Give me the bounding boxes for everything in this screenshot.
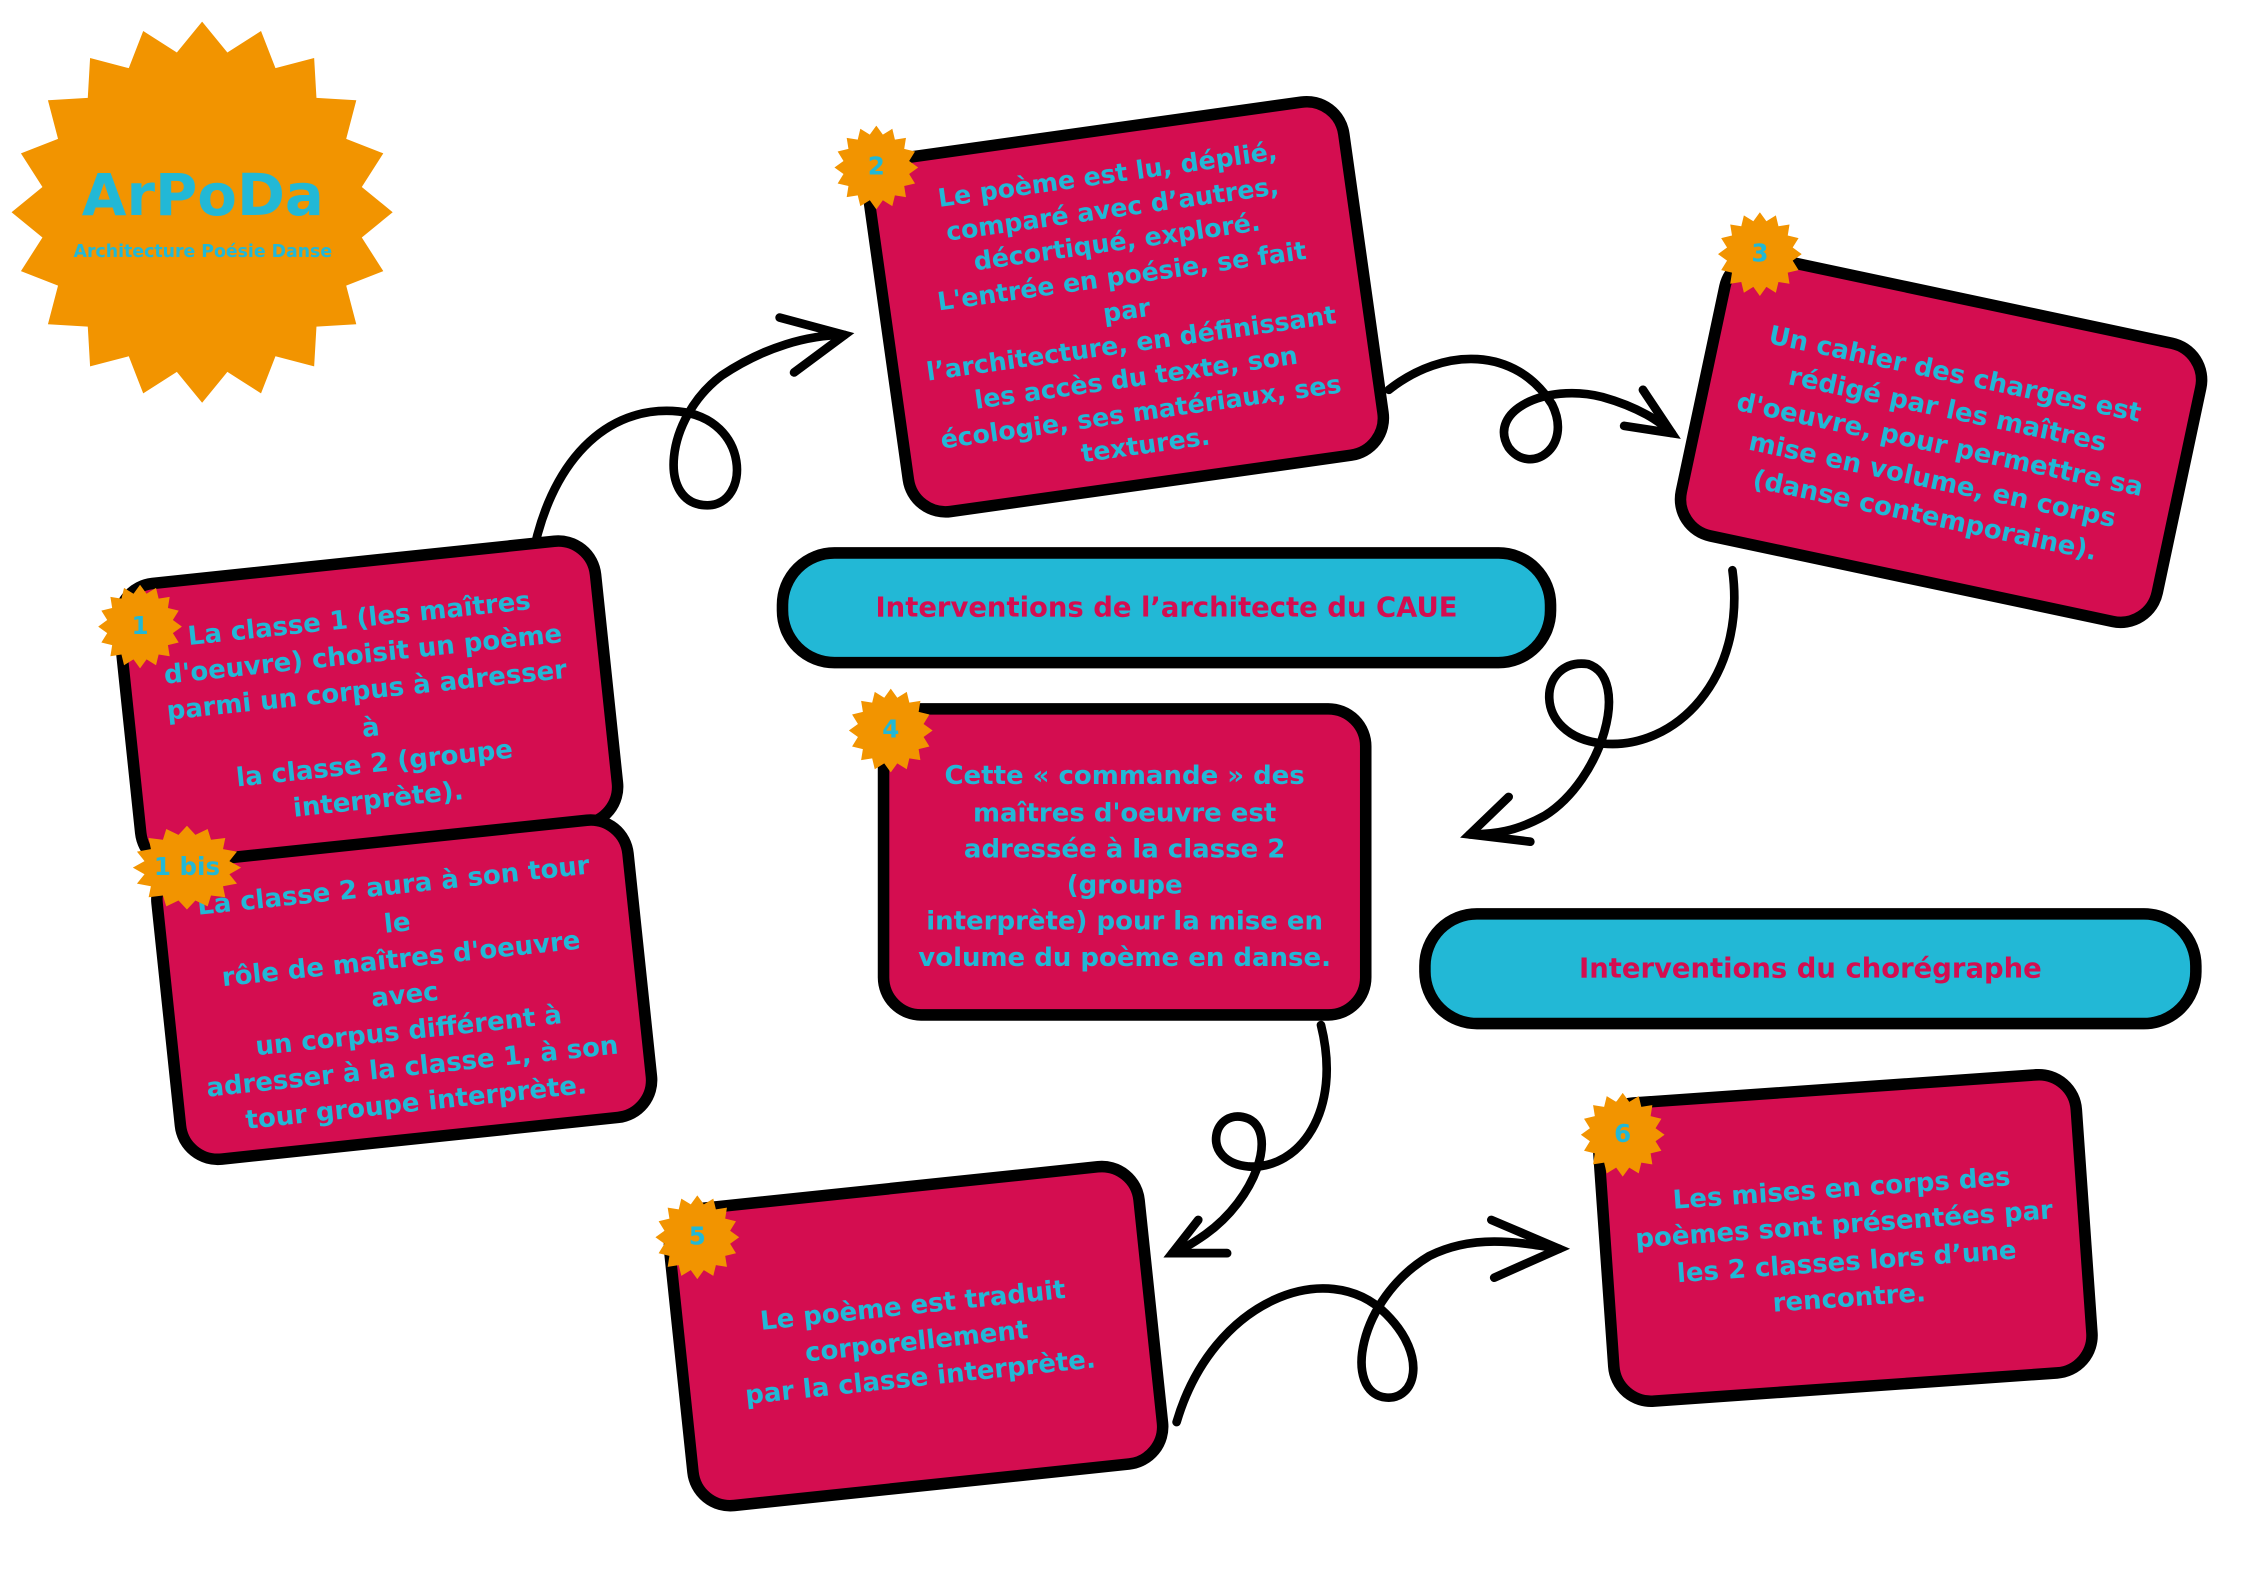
arrowhead-4 [1460,792,1535,847]
step-6-badge: 6 [1580,1092,1665,1177]
step-4-card: Cette « commande » des maîtres d'oeuvre … [877,703,1372,1021]
step-1bis-text: La classe 2 aura à son tour le rôle de m… [195,851,620,1137]
arrow-3-to-4 [1465,565,1739,839]
step-5-text: Le poème est traduit corporellement par … [743,1274,1098,1412]
logo-subtitle: Architecture Poésie Danse [73,241,333,262]
arrowhead-6 [1487,1215,1571,1283]
step-6-text: Les mises en corps des poèmes sont prése… [1634,1162,2054,1319]
arrow-1-to-2 [526,330,849,568]
starburst-icon [848,688,933,773]
arrow-4-to-5 [1167,1020,1331,1258]
badge-label: 1 [131,612,149,642]
starburst-icon [834,125,919,210]
arrowhead-2 [775,313,855,377]
step-4-text: Cette « commande » des maîtres d'oeuvre … [918,761,1332,974]
badge-label: 2 [867,153,885,182]
step-3-text: Un cahier des charges est rédigé par les… [1733,319,2146,568]
logo: ArPoDa Architecture Poésie Danse [11,21,395,405]
badge-label: 3 [1751,239,1769,269]
step-3-badge: 3 [1718,212,1802,296]
step-4-badge: 4 [848,688,933,773]
badge-label: 6 [1614,1120,1632,1150]
arrowhead-5 [1163,1215,1232,1258]
badge-label: 1 bis [153,853,221,883]
starburst-icon [132,825,242,910]
arrow-5-to-6 [1172,1237,1564,1427]
step-1-badge: 1 [98,584,182,669]
badge-label: 5 [688,1222,706,1252]
step-6-card: Les mises en corps des poèmes sont prése… [1589,1066,2101,1410]
starburst-icon [11,21,393,403]
step-1bis-badge: 1 bis [132,825,242,910]
step-2-badge: 2 [834,125,919,210]
architect-label: Interventions de l’architecte du CAUE [776,547,1557,669]
choreographer-label-text: Interventions du chorégraphe [1579,952,2042,985]
arrowhead-3 [1619,385,1681,439]
step-5-badge: 5 [655,1195,740,1280]
badge-label: 4 [882,716,900,745]
arrow-2-to-3 [1384,354,1677,464]
starburst-icon [1718,212,1802,296]
choreographer-label: Interventions du chorégraphe [1419,908,2202,1030]
starburst-icon [98,584,182,669]
starburst-icon [1580,1092,1665,1177]
step-2-card: Le poème est lu, déplié, comparé avec d’… [857,90,1395,524]
logo-title: ArPoDa [81,163,324,230]
starburst-icon [655,1195,740,1280]
architect-label-text: Interventions de l’architecte du CAUE [875,591,1458,624]
step-1-text: La classe 1 (les maîtres d'oeuvre) chois… [162,585,569,824]
step-2-text: Le poème est lu, déplié, comparé avec d’… [924,138,1344,470]
